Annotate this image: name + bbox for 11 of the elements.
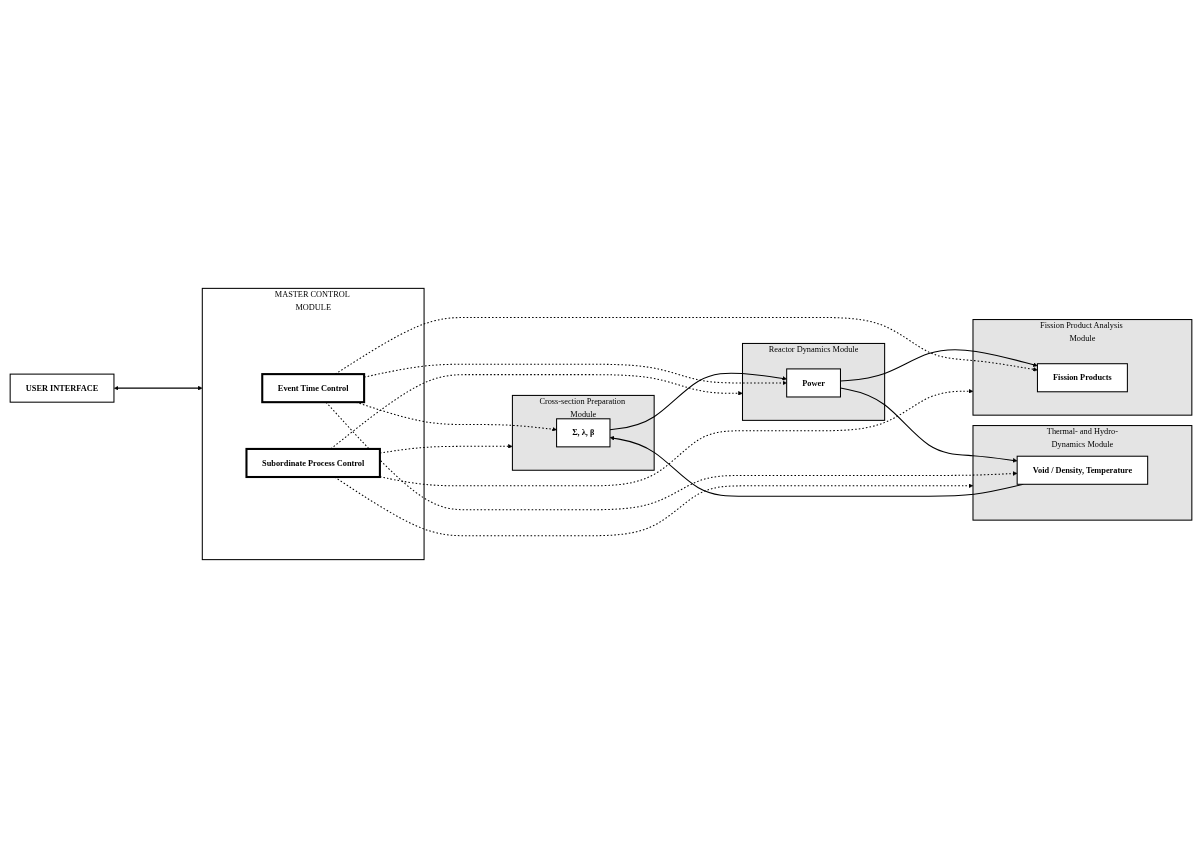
arrow (609, 372, 787, 431)
node-box: Fission Products (1036, 363, 1128, 393)
node-box: Void / Density, Temperature (1016, 455, 1149, 485)
node-box: Event Time Control (261, 373, 366, 404)
node-box: Σ, λ, β (556, 418, 611, 448)
arrow (330, 374, 743, 450)
node-box: USER INTERFACE (9, 373, 115, 403)
node-box: Power (786, 368, 841, 398)
arrow (325, 401, 1018, 511)
arrow (113, 385, 203, 391)
node-box: Subordinate Process Control (245, 447, 381, 479)
